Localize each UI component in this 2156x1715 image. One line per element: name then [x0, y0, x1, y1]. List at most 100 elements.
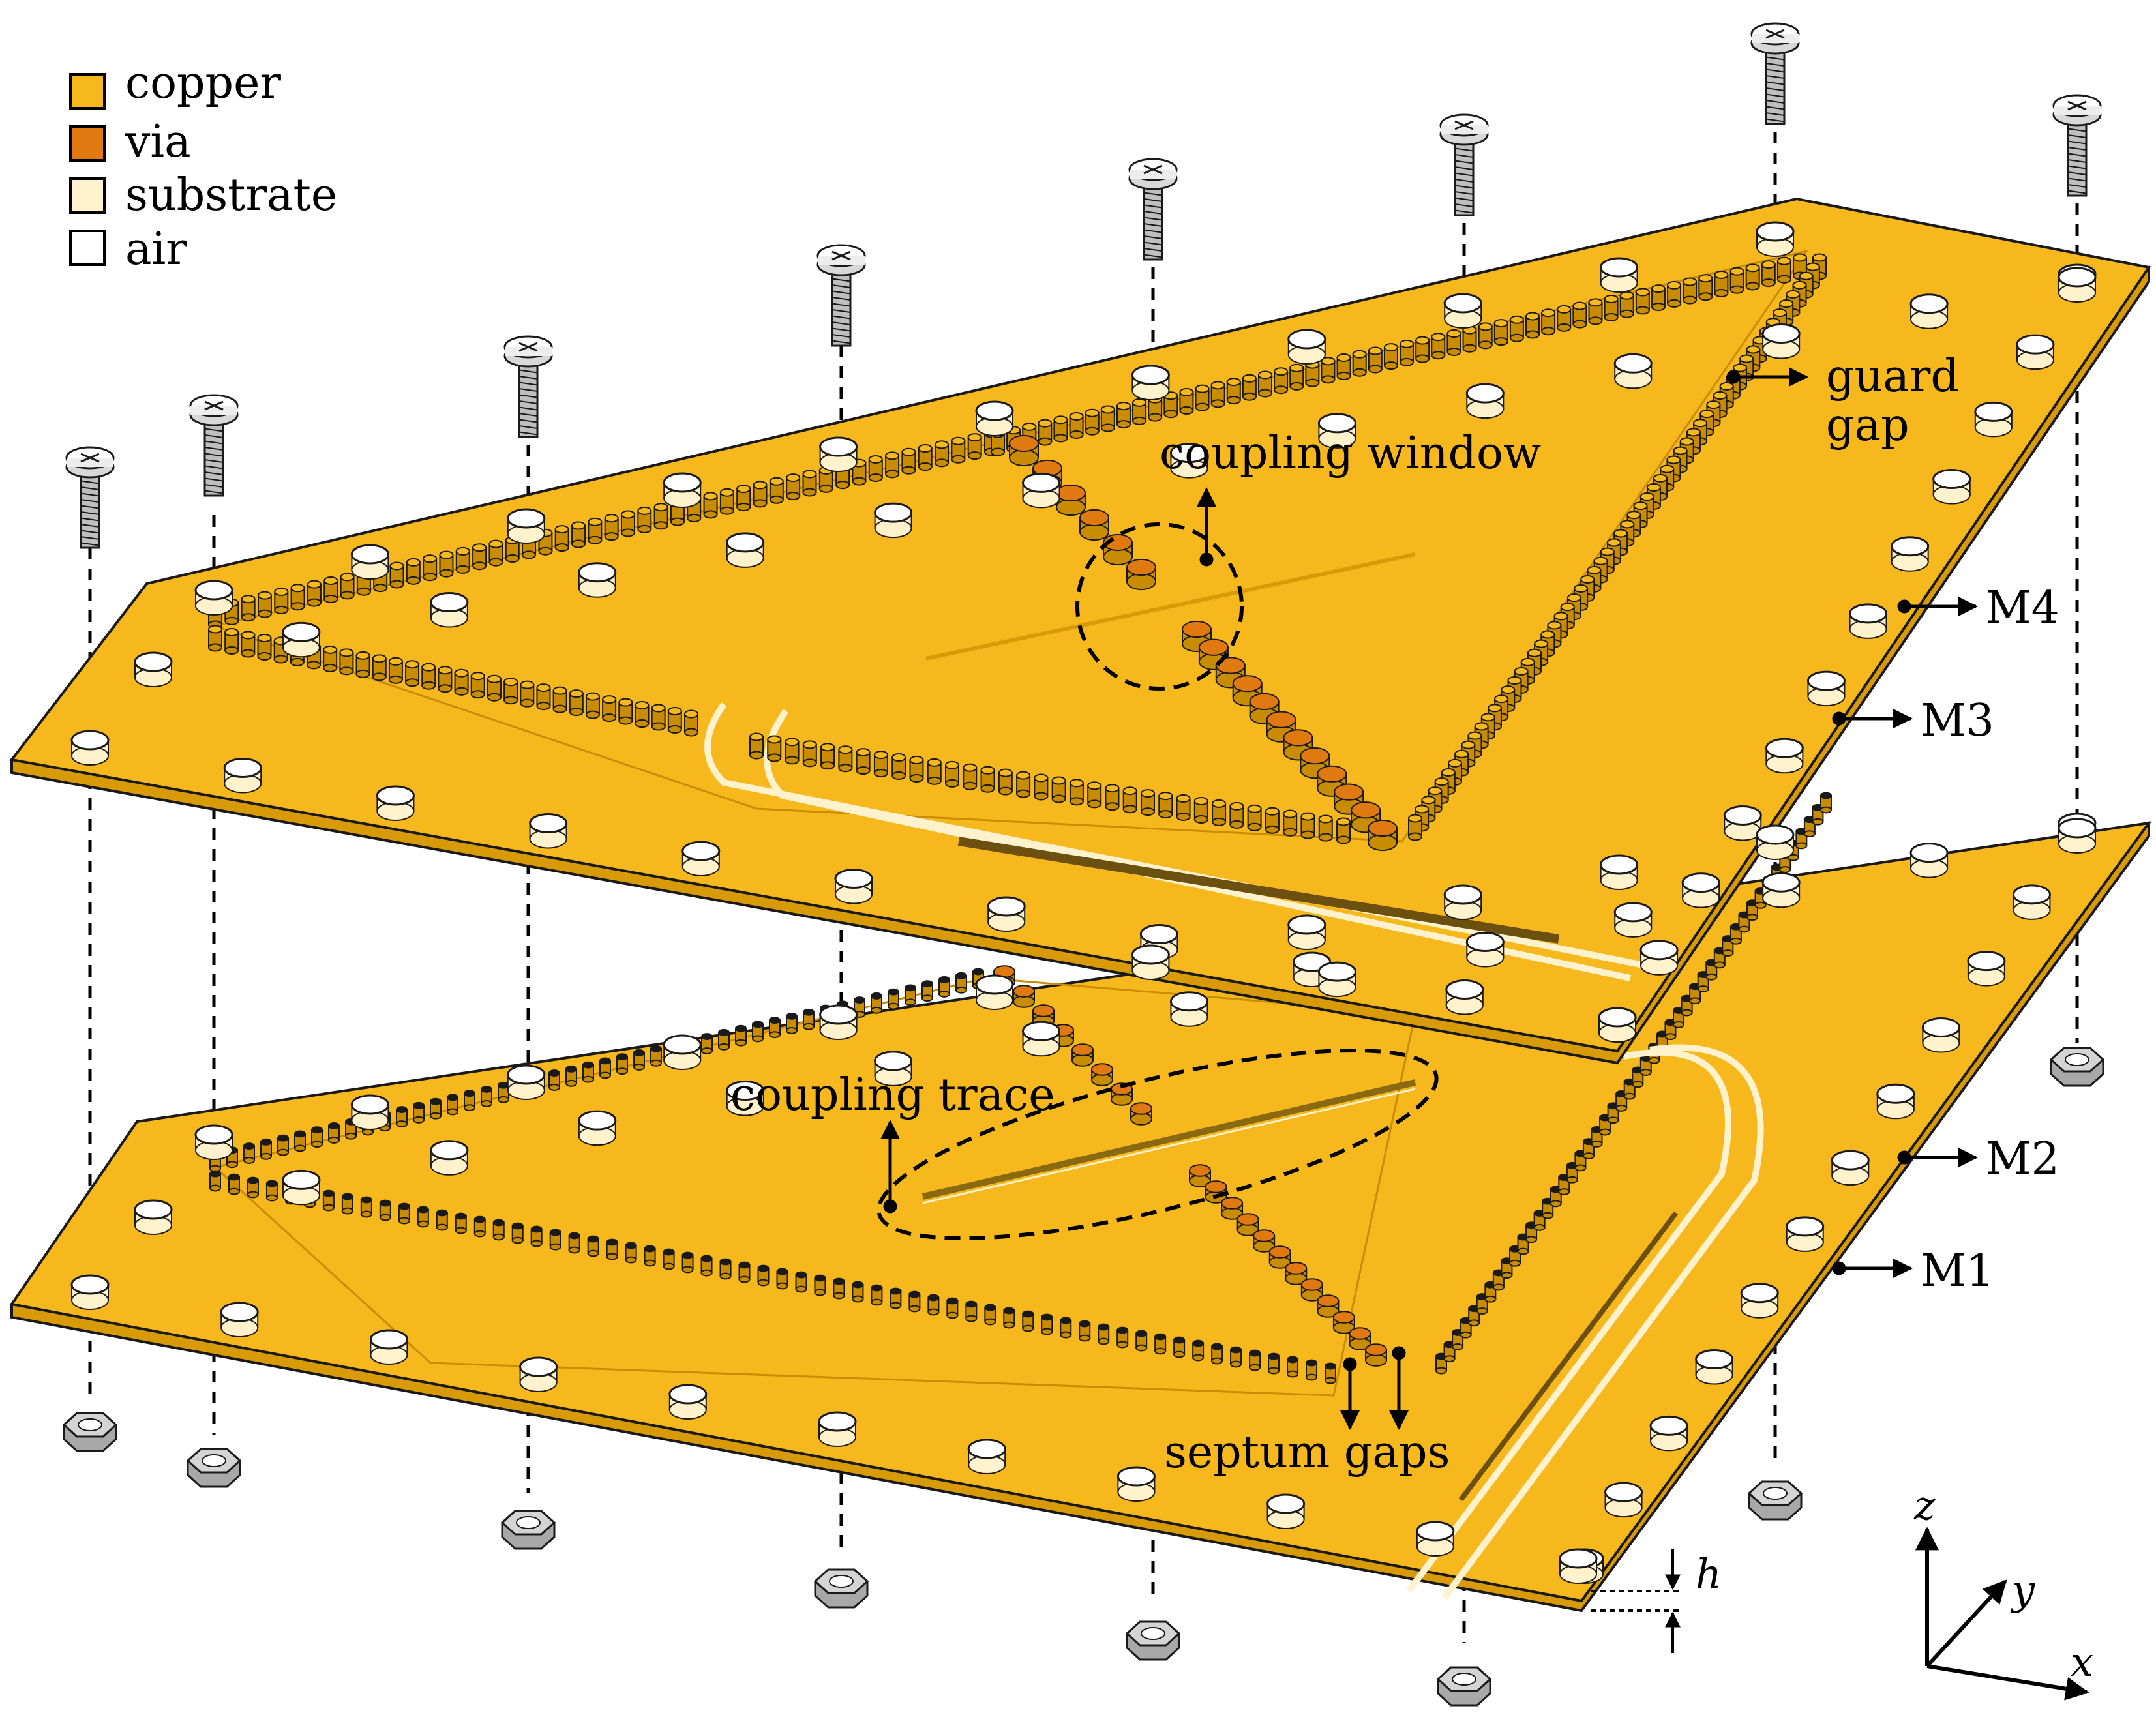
clearance-hole [1559, 1548, 1598, 1584]
upper-via [1352, 350, 1367, 377]
upper-via [901, 447, 916, 475]
lower-via [814, 1274, 826, 1296]
clearance-hole [1317, 413, 1356, 449]
screw [1439, 113, 1489, 216]
clearance-hole [1891, 536, 1930, 572]
upper-via [323, 576, 338, 604]
lower-septum-via [1317, 1294, 1340, 1318]
lower-via [769, 1017, 781, 1039]
upper-via [1274, 367, 1289, 395]
lower-via [888, 988, 899, 1010]
guard-gap-label-line1: guard [1826, 351, 1959, 402]
upper-via [1116, 402, 1131, 429]
lower-via [700, 1255, 713, 1277]
clearance-hole [282, 621, 321, 658]
lower-septum-via [1189, 1164, 1211, 1187]
lower-via [1820, 792, 1832, 814]
upper-via [487, 674, 502, 702]
lower-via [890, 1287, 902, 1309]
upper-via [307, 580, 322, 607]
upper-via [703, 492, 718, 519]
upper-via [224, 627, 239, 655]
clearance-hole [1598, 1007, 1637, 1043]
lower-septum-via [1091, 1063, 1113, 1086]
clearance-holes [70, 221, 2097, 1584]
lower-via [322, 1189, 335, 1212]
clearance-hole [663, 1034, 702, 1070]
upper-via [274, 587, 289, 614]
lower-via [582, 1061, 594, 1083]
lower-via [1623, 1078, 1636, 1100]
lower-via [379, 1199, 391, 1221]
upper-via [885, 451, 900, 479]
lower-via [209, 1170, 221, 1192]
upper-via [1087, 781, 1102, 809]
lower-septum-via [1268, 1245, 1291, 1269]
legend-swatch-air [69, 230, 106, 266]
lower-via [871, 992, 882, 1014]
septum-via [1368, 819, 1398, 852]
lower-via [681, 1251, 694, 1274]
upper-via [980, 766, 995, 793]
lower-via [752, 1021, 764, 1043]
coupling-trace-label: coupling trace [730, 1069, 1055, 1121]
layer-label-m2: M2 [1986, 1133, 2059, 1185]
lower-via [795, 1271, 807, 1293]
clearance-hole [2058, 818, 2097, 854]
lower-via [430, 1097, 442, 1120]
clearance-hole [70, 1274, 110, 1310]
upper-via [1604, 295, 1619, 322]
upper-via [388, 657, 403, 684]
upper-via [1258, 370, 1272, 398]
upper-via [290, 584, 305, 611]
clearance-hole [819, 1004, 858, 1040]
upper-via [1698, 274, 1713, 301]
clearance-hole [1806, 670, 1846, 707]
clearance-hole [1287, 914, 1326, 950]
screw [2052, 94, 2102, 197]
upper-via [454, 668, 469, 696]
clearance-hole [2058, 267, 2097, 303]
legend-swatch-via [69, 125, 106, 162]
upper-via [406, 558, 421, 585]
lower-via [803, 1008, 815, 1030]
upper-via [868, 455, 883, 482]
upper-via [852, 458, 867, 486]
upper-via [438, 666, 453, 693]
upper-via [455, 546, 470, 574]
lower-via [1639, 1054, 1652, 1076]
upper-via [1226, 378, 1241, 405]
lower-via [1689, 983, 1701, 1005]
hex-nut [186, 1448, 242, 1488]
lower-via [1452, 1329, 1464, 1350]
clearance-hole [220, 1302, 259, 1337]
upper-via [470, 672, 485, 699]
upper-via [998, 768, 1013, 796]
upper-via [945, 760, 959, 788]
clearance-hole [529, 813, 568, 849]
upper-via [1462, 325, 1477, 353]
clearance-hole [134, 1199, 173, 1235]
upper-via [569, 689, 584, 717]
lower-septum-via [1071, 1043, 1094, 1067]
thickness-dimension [1591, 1549, 1683, 1653]
lower-via [984, 1304, 996, 1326]
clearance-hole [1765, 738, 1804, 774]
lower-via [511, 1222, 524, 1244]
upper-via [769, 477, 784, 504]
legend-label-via: via [125, 116, 191, 168]
lower-via [1154, 1333, 1167, 1355]
upper-via [1336, 353, 1351, 381]
upper-via [1132, 398, 1147, 425]
upper-via [951, 436, 966, 464]
clearance-hole [1416, 1521, 1455, 1557]
clearance-hole [194, 1124, 233, 1160]
upper-via [421, 663, 436, 690]
upper-via [1163, 391, 1178, 419]
clearance-hole [1756, 824, 1795, 860]
upper-via [257, 591, 272, 618]
lower-via [852, 1281, 864, 1303]
septum-via [1317, 765, 1347, 797]
upper-via [909, 755, 924, 783]
upper-via [405, 660, 420, 687]
